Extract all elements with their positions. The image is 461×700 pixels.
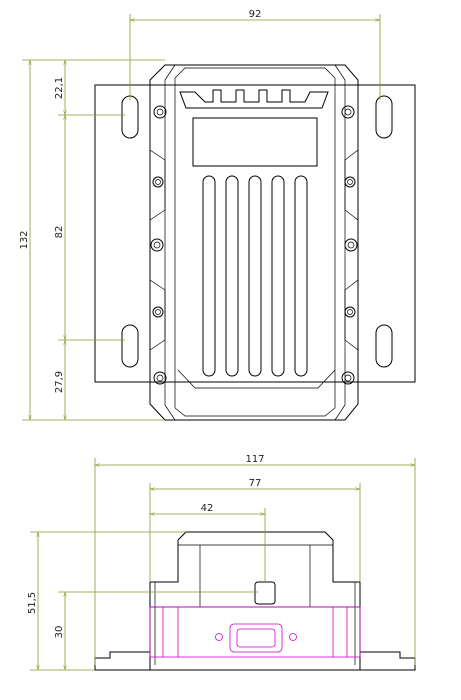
housing-right-edge: [334, 64, 346, 421]
dim-label-front-height: 51,5: [27, 592, 38, 614]
dimension-height-total: 132: [19, 59, 165, 421]
chamfer-left-2: [149, 279, 166, 351]
housing-inner-outline: [174, 67, 336, 417]
dimension-overall-width: 117: [94, 454, 416, 665]
fin-4: [271, 175, 285, 377]
dimension-front-height: 51,5: [27, 531, 186, 671]
label-window: [192, 117, 318, 167]
fin-1: [202, 175, 216, 377]
dimension-body-width: 77: [149, 478, 361, 582]
dim-label-height-middle: 82: [54, 226, 65, 239]
connector-hidden-detail: [149, 606, 361, 658]
fin-2: [225, 175, 239, 377]
fin-5: [294, 175, 308, 377]
fin-3: [248, 175, 262, 377]
dim-label-front-lower: 30: [54, 626, 65, 639]
right-foot: [359, 651, 416, 671]
dim-label-height-lower: 27,9: [54, 371, 65, 393]
housing-outline: [149, 64, 359, 421]
dim-label-height-upper: 22,1: [54, 77, 65, 99]
housing-left-edge: [164, 64, 176, 421]
slot-top-right: [375, 95, 393, 139]
slot-top-left: [121, 95, 139, 139]
dim-label-width: 92: [249, 9, 262, 20]
front-housing: [149, 531, 361, 670]
dimension-height-segments: 22,1 82 27,9: [54, 60, 125, 420]
top-view: 92 132 22,1 82 27,9: [19, 9, 416, 421]
screw-holes: [150, 105, 358, 385]
dimension-front-lower: 30: [54, 591, 258, 670]
chamfer-left-1: [149, 149, 166, 221]
dim-label-overall-width: 117: [245, 454, 264, 465]
status-led: [254, 581, 276, 605]
bottom-fin-frame: [177, 369, 336, 389]
front-view: 117 77 42 51,5 30: [27, 454, 416, 671]
dim-label-height-total: 132: [19, 230, 30, 249]
slot-bottom-left: [121, 324, 139, 368]
left-foot: [94, 651, 151, 671]
dim-label-offset: 42: [201, 503, 214, 514]
dim-label-body-width: 77: [249, 478, 262, 489]
top-fin-comb: [179, 89, 329, 109]
dimension-offset: 42: [150, 503, 266, 582]
mounting-plate: [94, 84, 416, 383]
dimension-width-top: 92: [129, 9, 381, 100]
slot-bottom-right: [375, 324, 393, 368]
chamfer-right-1: [344, 149, 359, 221]
chamfer-right-2: [344, 279, 359, 351]
